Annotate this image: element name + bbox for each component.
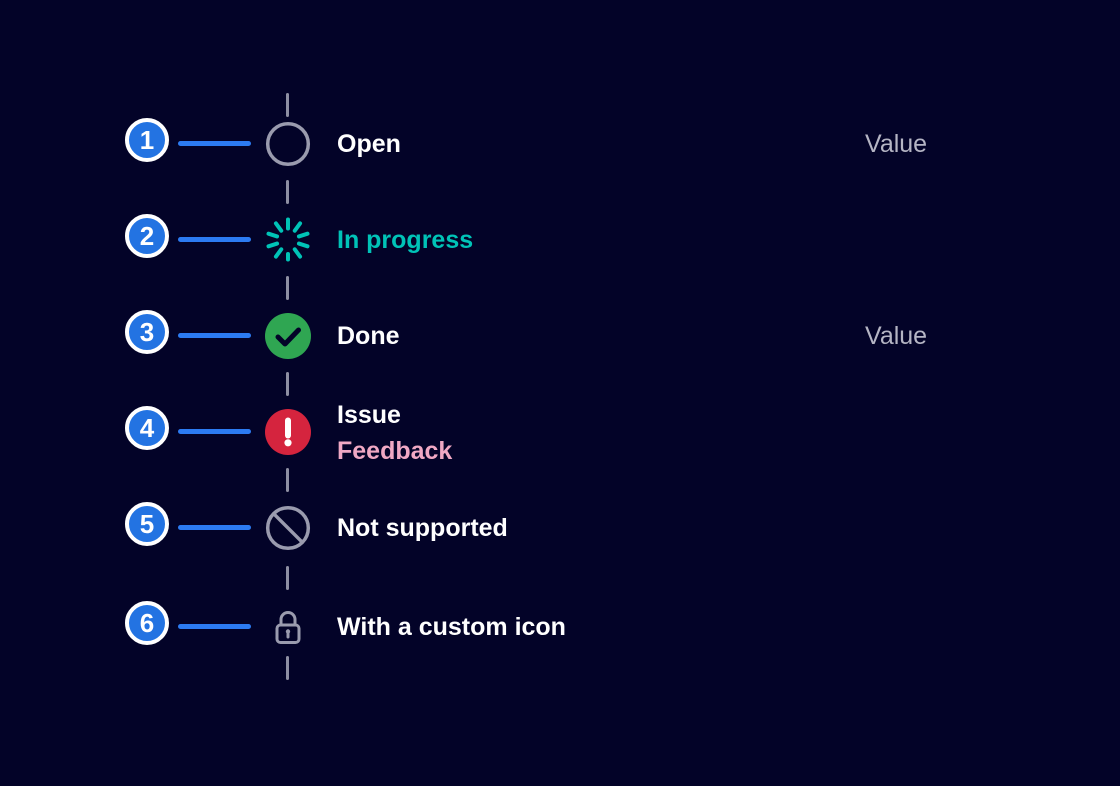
timeline-connector-dash	[286, 180, 289, 204]
annotation-step-badge: 3	[125, 310, 169, 354]
item-label: Not supported	[337, 514, 508, 542]
timeline-item-in-progress[interactable]: 2 In progress	[125, 214, 1120, 266]
item-label: Done	[337, 322, 400, 350]
item-value: Value	[865, 322, 928, 350]
annotation-connector-line	[178, 525, 251, 530]
lock-icon	[265, 604, 311, 650]
step-number: 1	[139, 125, 155, 155]
annotation-connector-line	[178, 429, 251, 434]
timeline-item-issue[interactable]: 4 Issue Feedback	[125, 401, 1120, 465]
annotation-connector-line	[178, 237, 251, 242]
annotation-step-badge: 2	[125, 214, 169, 258]
step-number: 5	[139, 509, 155, 539]
annotation-step-badge: 5	[125, 502, 169, 546]
item-label: Open	[337, 130, 401, 158]
timeline-connector-dash	[286, 656, 289, 680]
step-number: 2	[139, 221, 155, 251]
timeline-connector-dash	[286, 566, 289, 590]
item-label-group: Issue Feedback	[337, 397, 452, 469]
timeline-item-done[interactable]: 3 Done Value	[125, 310, 1120, 362]
step-number: 6	[139, 608, 155, 638]
timeline-item-not-supported[interactable]: 5 Not supported	[125, 502, 1120, 554]
annotation-connector-line	[178, 624, 251, 629]
timeline-item-open[interactable]: 1 Open Value	[125, 118, 1120, 170]
timeline-item-custom-icon[interactable]: 6 With a custom icon	[125, 601, 1120, 653]
step-number: 3	[139, 317, 155, 347]
item-sublabel: Feedback	[337, 437, 453, 465]
spinner-icon	[265, 217, 311, 263]
timeline-connector-dash	[286, 372, 289, 396]
blocked-icon	[265, 505, 311, 551]
timeline-connector-dash	[286, 468, 289, 492]
annotation-step-badge: 1	[125, 118, 169, 162]
annotation-connector-line	[178, 141, 251, 146]
item-label: Issue	[337, 401, 401, 429]
item-label: In progress	[337, 226, 474, 254]
done-check-icon	[265, 313, 311, 359]
issue-alert-icon	[265, 409, 311, 455]
annotation-step-badge: 4	[125, 406, 169, 450]
timeline-connector-dash	[286, 93, 289, 117]
step-number: 4	[139, 413, 155, 443]
item-label: With a custom icon	[337, 613, 566, 641]
open-circle-icon	[265, 121, 311, 167]
timeline-connector-dash	[286, 276, 289, 300]
annotation-step-badge: 6	[125, 601, 169, 645]
item-value: Value	[865, 130, 928, 158]
annotation-connector-line	[178, 333, 251, 338]
